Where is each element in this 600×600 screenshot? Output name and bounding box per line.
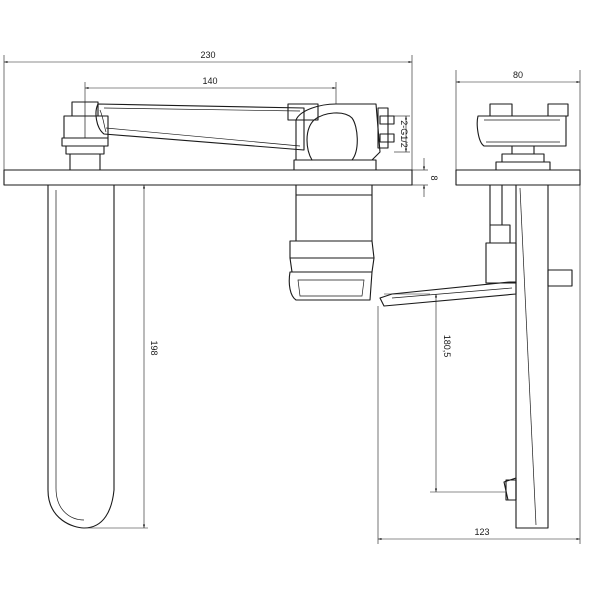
dim-label-230: 230 (200, 50, 215, 60)
dim-inlet-thread: 2-G1/2 (394, 115, 410, 153)
front-view: 230 140 2-G1/2 8 198 (3, 50, 439, 529)
side-view: 80 180,5 123 (377, 70, 581, 544)
dim-body-depth: 80 (455, 70, 581, 170)
dim-plate-thickness: 8 (412, 158, 439, 197)
spout-front (47, 184, 115, 529)
dim-label-180-5: 180,5 (442, 335, 452, 358)
dim-overall-width: 230 (3, 50, 413, 170)
dim-spout-height: 180,5 (384, 293, 506, 493)
handle-lever (95, 103, 305, 151)
dim-label-140: 140 (202, 76, 217, 86)
cartridge-body (288, 184, 375, 301)
dim-label-123: 123 (474, 527, 489, 537)
side-body (485, 184, 573, 287)
mixer-body (287, 103, 395, 171)
dim-label-8: 8 (429, 175, 439, 180)
wall-plate (3, 169, 413, 186)
dim-spout-projection: 123 (377, 185, 581, 544)
dim-label-198: 198 (149, 340, 159, 355)
dim-spout-length: 198 (84, 184, 159, 529)
dim-label-80: 80 (513, 70, 523, 80)
side-wall-plate (455, 169, 581, 186)
side-handle (476, 103, 569, 171)
spout-side (379, 184, 549, 529)
dim-handle-reach: 140 (84, 76, 337, 104)
dim-label-thread: 2-G1/2 (399, 120, 409, 148)
